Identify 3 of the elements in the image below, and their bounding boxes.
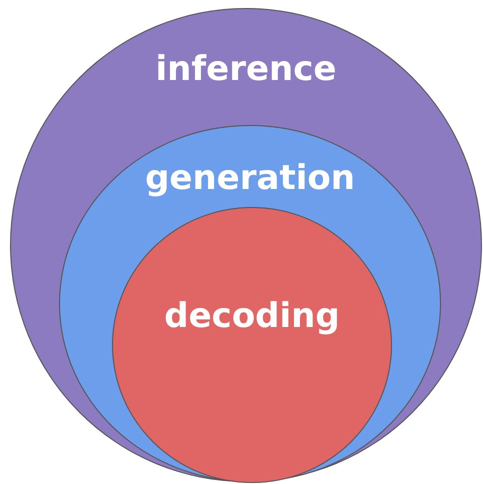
circle-label: decoding: [164, 296, 340, 336]
circle-label: generation: [145, 158, 355, 198]
circle-label: inference: [156, 49, 336, 89]
